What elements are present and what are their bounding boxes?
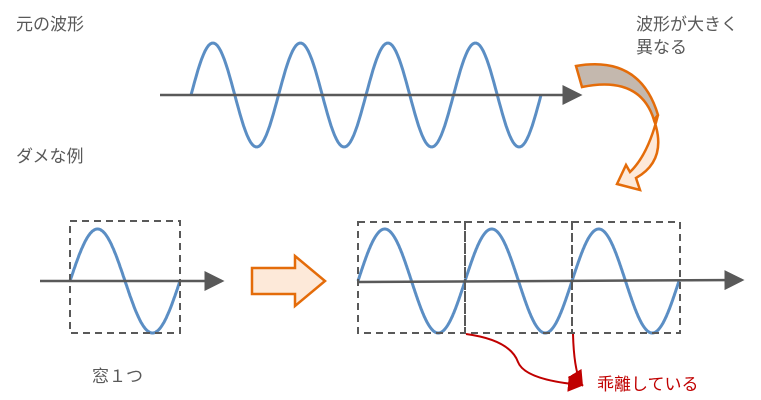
original-waveform-label: 元の波形 xyxy=(16,15,84,35)
tiled-window-box-1 xyxy=(357,221,466,334)
waveform-differs-label-2: 異なる xyxy=(636,38,687,58)
tiled-window-box-3 xyxy=(571,221,681,334)
waveform-differs-label-1: 波形が大きく xyxy=(636,15,738,35)
curved-arrow-top-icon xyxy=(574,63,660,123)
one-window-label: 窓１つ xyxy=(92,367,143,387)
bad-example-label: ダメな例 xyxy=(16,147,84,167)
deviation-connector-2 xyxy=(567,333,584,387)
single-window-box xyxy=(69,220,181,334)
deviation-connector-1 xyxy=(465,333,584,392)
deviation-label: 乖離している xyxy=(597,375,699,395)
tiled-time-axis xyxy=(357,270,745,291)
tiled-window-box-2 xyxy=(464,221,573,334)
curved-arrow-bottom-icon xyxy=(615,114,660,192)
right-arrow-icon xyxy=(250,253,327,309)
